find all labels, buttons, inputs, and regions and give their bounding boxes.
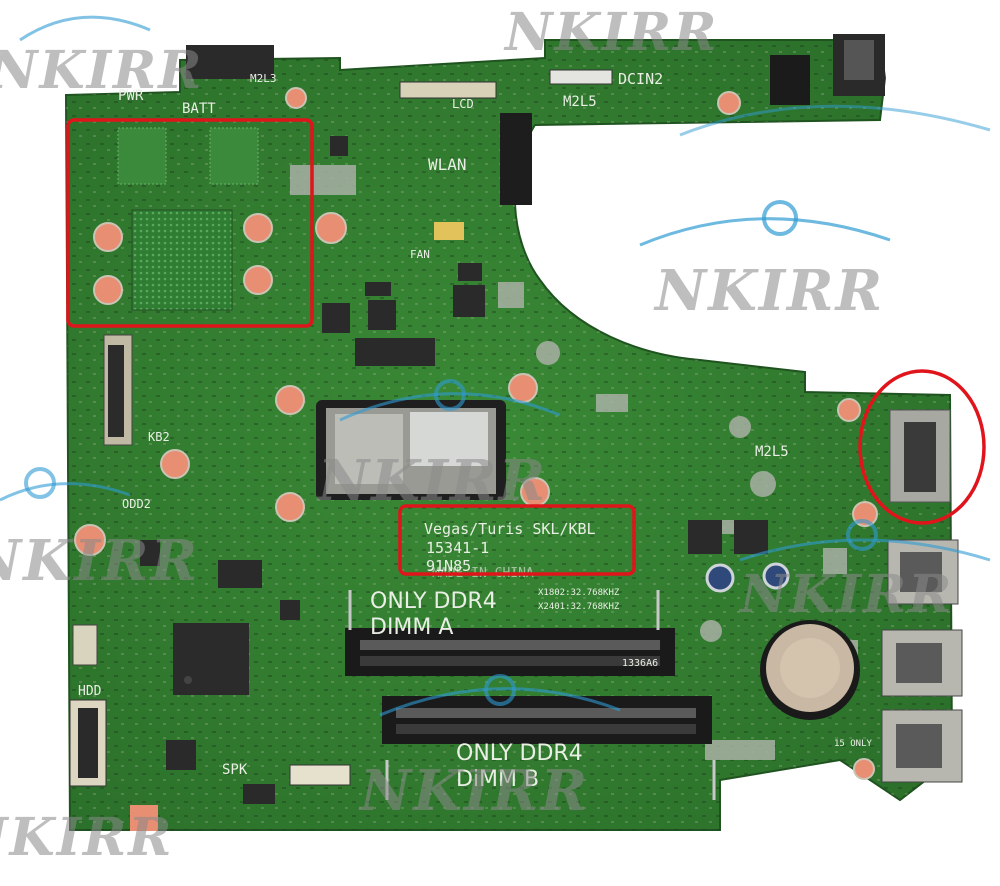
- label-pwr: PWR: [118, 88, 144, 104]
- xtal-2: X2401:32.768KHZ: [538, 602, 620, 612]
- label-lcd: LCD: [452, 97, 474, 111]
- label-dimm-b: DiMM B: [456, 767, 539, 792]
- label-wlan: WLAN: [428, 155, 467, 174]
- watermark-text: NKIRR: [0, 528, 199, 594]
- watermark-text: NKIRR: [503, 2, 718, 63]
- label-slot-code: 1336A6: [622, 658, 658, 669]
- board-code: 91N85: [426, 557, 471, 575]
- gpu-bga: [131, 209, 233, 311]
- usb-port-3: [881, 709, 963, 783]
- label-hdd: HDD: [78, 684, 102, 699]
- capacitor: [705, 563, 735, 593]
- label-m2l3: M2L3: [250, 72, 277, 85]
- label-m2l5-top: M2L5: [563, 94, 597, 110]
- wlan-slot: [500, 113, 532, 205]
- highlight-gpu-area: [66, 118, 314, 328]
- rtc-battery: [760, 620, 860, 720]
- usb-c-port: [889, 409, 951, 503]
- mounting-holes: [74, 87, 878, 780]
- label-batt: BATT: [182, 101, 216, 117]
- label-dcin2: DCIN2: [618, 70, 663, 88]
- watermark-text: NKIRR: [316, 448, 547, 514]
- ec-chip: [173, 623, 249, 695]
- watermark-text: NKIRR: [653, 258, 884, 324]
- xtal-1: X1802:32.768KHZ: [538, 588, 620, 598]
- watermark-text: NKIRR: [0, 807, 173, 868]
- highlight-board-id: [398, 504, 636, 576]
- label-kb2: KB2: [148, 430, 170, 444]
- label-dimm-a: DIMM A: [370, 615, 453, 640]
- battery-connector: [186, 45, 274, 79]
- usb-port-1: [887, 539, 959, 605]
- watermark-text: NKIRR: [738, 564, 953, 625]
- cpu-package: [316, 400, 506, 500]
- label-only-ddr4-a: ONLY DDR4: [370, 589, 497, 614]
- board-number: 15341-1: [426, 539, 489, 557]
- usb-port-2: [881, 629, 963, 697]
- board-name: Vegas/Turis SKL/KBL: [424, 520, 596, 538]
- label-only-ddr4-b: ONLY DDR4: [456, 741, 583, 766]
- solder-pad: [130, 805, 158, 831]
- label-fan: FAN: [410, 248, 430, 261]
- label-15-only: 15 ONLY: [834, 739, 873, 749]
- watermark-text: NKIRR: [0, 40, 203, 101]
- highlights: [66, 118, 986, 576]
- highlight-usb-c: [858, 369, 986, 525]
- label-spk: SPK: [222, 762, 248, 778]
- watermarks: NKIRR NKIRR NKIRR NKIRR NKIRR NKIRR NKIR…: [0, 2, 991, 868]
- watermark-text: NKIRR: [358, 758, 589, 824]
- capacitor: [762, 562, 790, 590]
- label-m2l5-right: M2L5: [755, 444, 789, 460]
- dimm-b-slot: [382, 696, 712, 744]
- power-components: [140, 136, 768, 770]
- dimm-a-slot: [345, 628, 675, 676]
- label-odd2: ODD2: [122, 497, 151, 511]
